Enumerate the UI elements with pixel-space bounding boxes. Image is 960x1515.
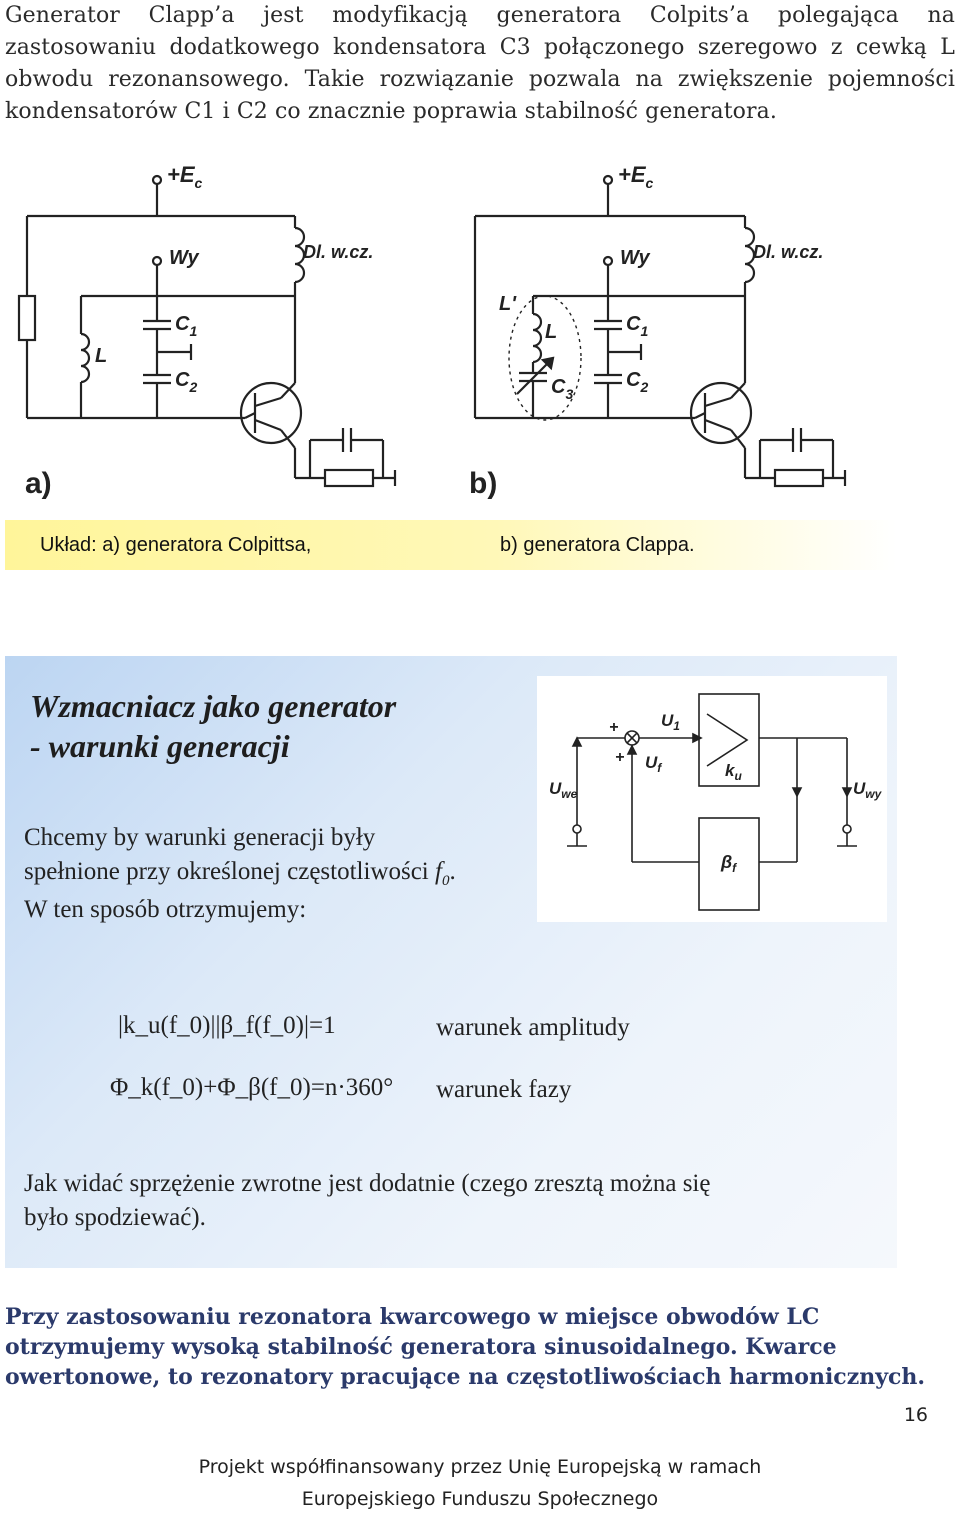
circuit-figure: +Ec Wy Dl. w.cz. L C1 C2 a) +Ec Wy Dl. w… (17, 162, 847, 500)
formula-phase: Φ_k(f_0)+Φ_β(f_0)=n·360° (110, 1074, 394, 1101)
footer-line1: Projekt współfinansowany przez Unię Euro… (198, 1456, 762, 1478)
slide-text-line3: W ten sposób otrzymujemy: (24, 896, 307, 923)
caption-highlight (5, 520, 897, 570)
intro-paragraph: Generator Clapp’a jest modyfikacją gener… (5, 3, 955, 124)
label-uwe: Uwe (549, 779, 578, 801)
outro-paragraph: Przy zastosowaniu rezonatora kwarcowego … (5, 1304, 926, 1390)
slide-title: Wzmacniacz jako generator - warunki gene… (30, 688, 397, 764)
caption-colpitts: Układ: a) generatora Colpittsa, (40, 534, 312, 556)
label-c2-a: C2 (175, 369, 197, 395)
label-uf: Uf (645, 753, 662, 775)
label-c3-b: C3 (551, 376, 573, 402)
label-l-a: L (95, 345, 107, 367)
plus-bottom: + (615, 749, 624, 766)
label-c1-b: C1 (626, 313, 648, 339)
label-a: a) (25, 467, 52, 500)
caption-clapp: b) generatora Clappa. (500, 534, 695, 556)
label-lprime-b: L' (499, 293, 517, 315)
condition-phase: warunek fazy (436, 1076, 572, 1103)
label-dl-b: Dl. w.cz. (753, 242, 823, 262)
condition-amplitude: warunek amplitudy (436, 1014, 630, 1041)
label-uwy: Uwy (853, 779, 883, 801)
label-c2-b: C2 (626, 369, 648, 395)
conclusion-line1: Jak widać sprzężenie zwrotne jest dodatn… (24, 1170, 711, 1197)
label-bf: βf (720, 852, 737, 875)
label-l-b: L (545, 321, 557, 343)
conclusion-line2: było spodziewać). (24, 1204, 206, 1231)
label-u1: U1 (661, 711, 680, 733)
label-b: b) (469, 467, 497, 500)
label-wy-b: Wy (620, 247, 651, 269)
label-c1-a: C1 (175, 313, 197, 339)
feedback-block-diagram: + + U1 Uf Uwe Uwy ku βf (537, 676, 887, 922)
label-ku: ku (725, 761, 742, 783)
label-ec-b: +Ec (618, 162, 654, 191)
footer-line2: Europejskiego Funduszu Społecznego (301, 1488, 659, 1510)
label-ec-a: +Ec (167, 162, 203, 191)
label-wy-a: Wy (169, 247, 200, 269)
page-number: 16 (903, 1404, 928, 1426)
formula-amplitude: |k_u(f_0)||β_f(f_0)|=1 (118, 1012, 336, 1039)
slide-text-line1: Chcemy by warunki generacji były (24, 824, 376, 851)
plus-top: + (609, 719, 618, 736)
label-dl-a: Dl. w.cz. (303, 242, 373, 262)
slide-text-line2: spełnione przy określonej częstotliwości… (24, 858, 456, 889)
